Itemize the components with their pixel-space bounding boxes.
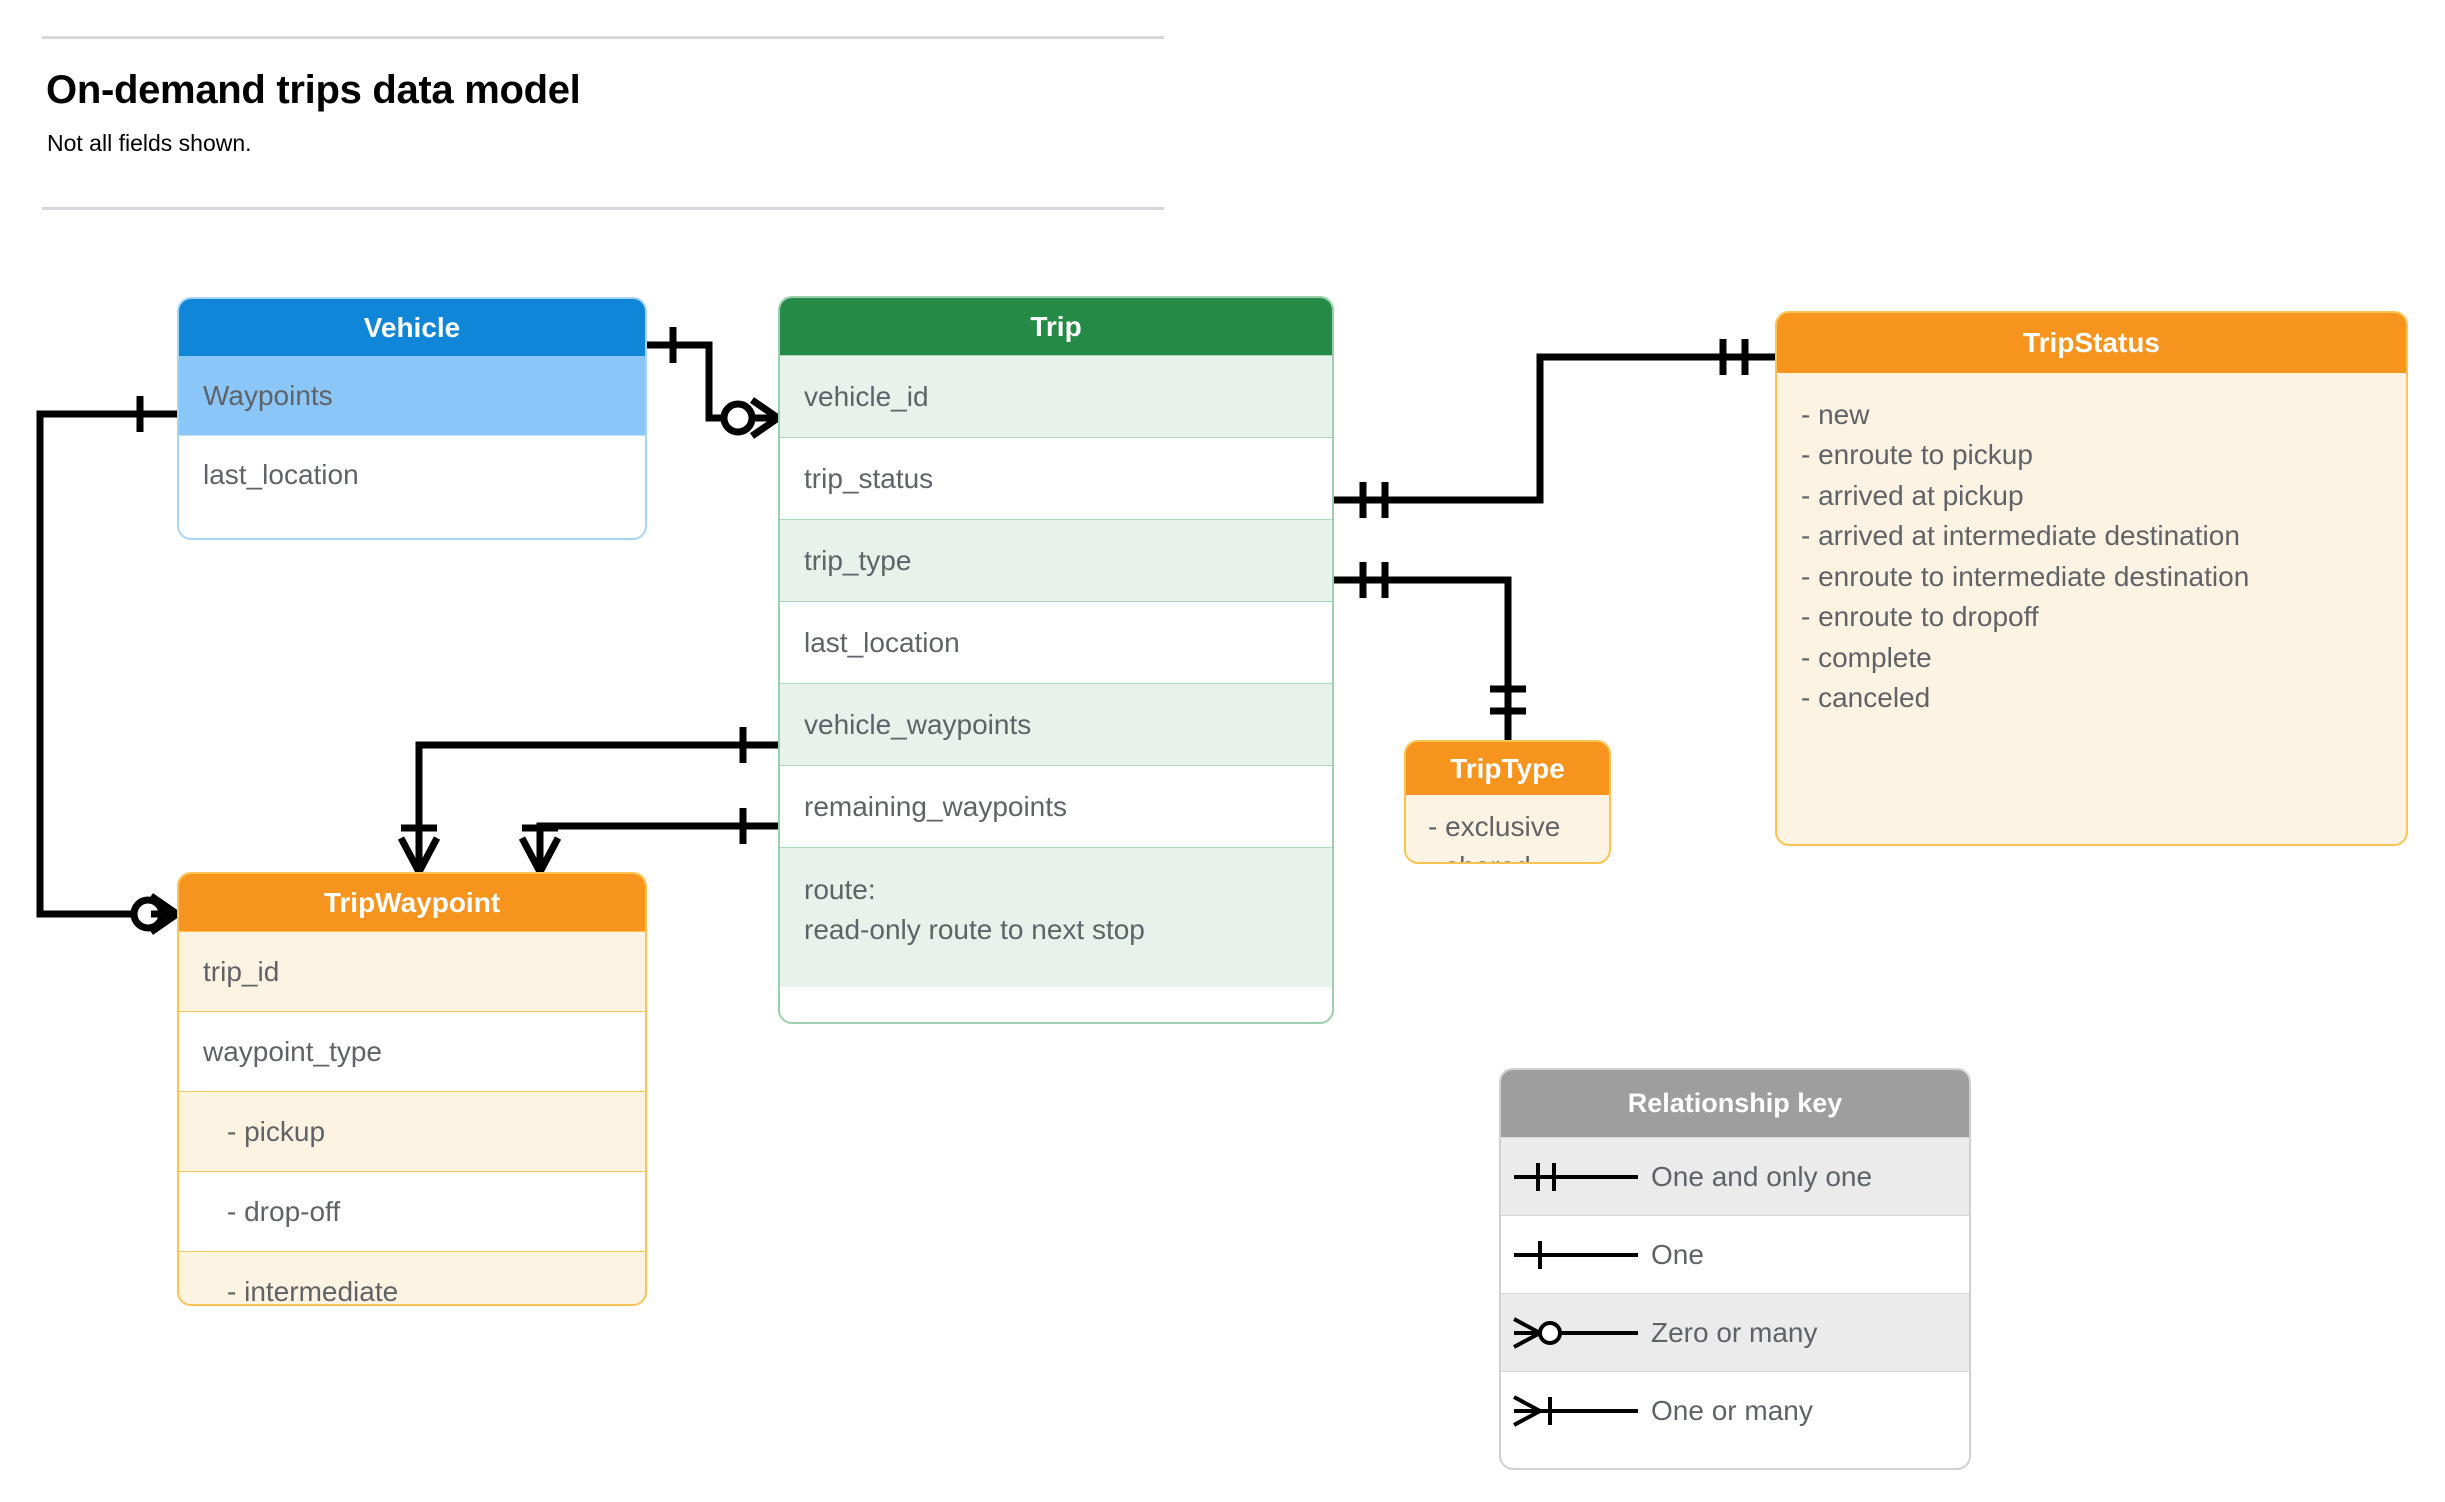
field-tripwaypoint-waypoint-type[interactable]: waypoint_type	[179, 1011, 645, 1091]
entity-trip-status[interactable]: TripStatus - new - enroute to pickup - a…	[1775, 311, 2408, 846]
legend-row: One and only one	[1501, 1137, 1969, 1215]
entity-trip-type-title: TripType	[1406, 742, 1609, 795]
field-trip-route-label: route:	[804, 874, 876, 905]
legend-label: One and only one	[1651, 1160, 1873, 1192]
trip-status-value: - complete	[1801, 641, 1932, 673]
field-trip-route[interactable]: route: read-only route to next stop	[780, 847, 1332, 987]
trip-status-value: - enroute to dropoff	[1801, 601, 2039, 633]
entity-vehicle[interactable]: Vehicle Waypoints last_location	[177, 297, 647, 540]
field-tripwaypoint-intermediate[interactable]: - intermediate	[179, 1251, 645, 1304]
legend-label: One	[1651, 1238, 1704, 1270]
entity-trip-waypoint-title: TripWaypoint	[179, 874, 645, 931]
field-vehicle-waypoints[interactable]: Waypoints	[179, 356, 645, 435]
crowsfoot-trip	[750, 397, 780, 439]
one-or-many-symbol-icon	[1501, 1389, 1651, 1433]
connector-remaining-waypoints-field	[536, 822, 778, 872]
legend-row: Zero or many	[1501, 1293, 1969, 1371]
relationship-key[interactable]: Relationship key One and only one	[1499, 1068, 1971, 1470]
field-trip-route-desc: read-only route to next stop	[804, 913, 1145, 945]
trip-status-value: - enroute to pickup	[1801, 439, 2033, 471]
zero-circle-trip	[720, 400, 756, 436]
header-divider-top	[42, 36, 1164, 39]
crowsfoot-tw-b	[518, 836, 562, 874]
connector-vehicle-waypoints-tripwaypoint	[36, 410, 177, 918]
zero-circle-tripwaypoint	[130, 896, 166, 932]
entity-vehicle-title: Vehicle	[179, 299, 645, 356]
trip-status-value: - arrived at intermediate destination	[1801, 520, 2240, 552]
field-trip-vehicle-waypoints[interactable]: vehicle_waypoints	[780, 683, 1332, 765]
field-tripwaypoint-dropoff[interactable]: - drop-off	[179, 1171, 645, 1251]
connector-trip-tripstatus	[1334, 353, 1775, 504]
connector-vehicle-trip	[647, 341, 778, 422]
field-trip-vehicle-id[interactable]: vehicle_id	[780, 355, 1332, 437]
legend-label: Zero or many	[1651, 1316, 1818, 1348]
entity-trip-title: Trip	[780, 298, 1332, 355]
page-title: On-demand trips data model	[46, 68, 581, 112]
trip-status-value: - canceled	[1801, 682, 1931, 714]
field-vehicle-last-location[interactable]: last_location	[179, 435, 645, 514]
field-tripwaypoint-trip-id[interactable]: trip_id	[179, 931, 645, 1011]
crowsfoot-tw-a	[397, 836, 441, 874]
trip-status-value-list: - new - enroute to pickup - arrived at p…	[1777, 373, 2406, 719]
trip-status-value: - new	[1801, 399, 1870, 430]
connector-trip-triptype	[1334, 576, 1512, 740]
legend-label: One or many	[1651, 1394, 1813, 1426]
entity-trip-type[interactable]: TripType - exclusive - shared	[1404, 740, 1611, 864]
trip-type-value: - exclusive	[1428, 811, 1561, 842]
field-tripwaypoint-pickup[interactable]: - pickup	[179, 1091, 645, 1171]
field-trip-trip-type[interactable]: trip_type	[780, 519, 1332, 601]
trip-status-value: - arrived at pickup	[1801, 479, 2024, 511]
field-trip-trip-status[interactable]: trip_status	[780, 437, 1332, 519]
crowsfoot-tripwaypoint-left	[149, 893, 179, 935]
field-trip-remaining-waypoints[interactable]: remaining_waypoints	[780, 765, 1332, 847]
one-symbol-icon	[1501, 1233, 1651, 1277]
trip-status-value: - enroute to intermediate destination	[1801, 560, 2250, 592]
entity-trip-waypoint[interactable]: TripWaypoint trip_id waypoint_type - pic…	[177, 872, 647, 1306]
trip-type-value: - shared	[1428, 847, 1609, 862]
entity-trip[interactable]: Trip vehicle_id trip_status trip_type la…	[778, 296, 1334, 1024]
legend-row: One or many	[1501, 1371, 1969, 1449]
one-and-only-one-symbol-icon	[1501, 1155, 1651, 1199]
connector-vehicle-waypoints-field	[415, 741, 778, 872]
field-trip-last-location[interactable]: last_location	[780, 601, 1332, 683]
zero-or-many-symbol-icon	[1501, 1311, 1651, 1355]
trip-type-value-list: - exclusive - shared	[1406, 795, 1609, 862]
legend-row: One	[1501, 1215, 1969, 1293]
page-subtitle: Not all fields shown.	[47, 130, 252, 156]
header-divider-bottom	[42, 207, 1164, 210]
entity-trip-status-title: TripStatus	[1777, 313, 2406, 373]
relationship-key-title: Relationship key	[1501, 1070, 1969, 1137]
